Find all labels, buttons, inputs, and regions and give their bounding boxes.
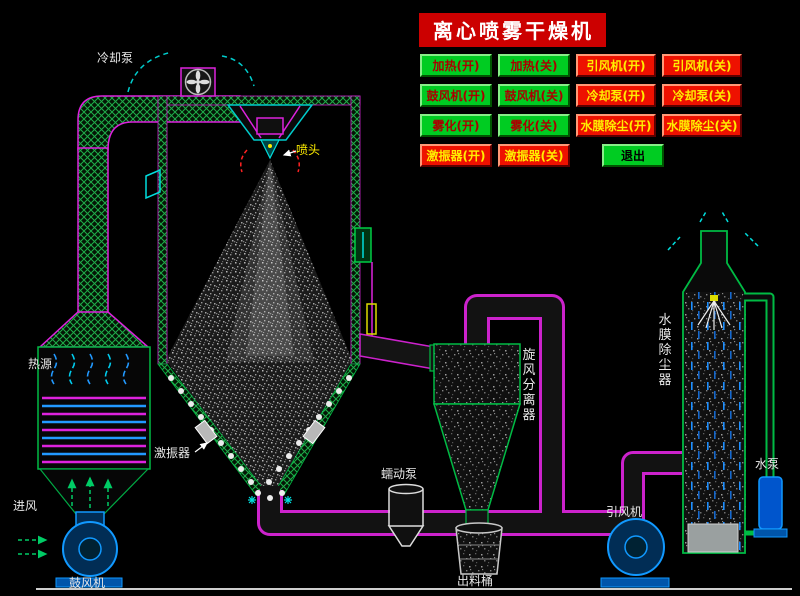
button-vibrator-on[interactable]: 激振器(开)	[420, 144, 492, 167]
exhaust-marks	[667, 209, 759, 251]
vibrator-pointer-arrow	[194, 442, 208, 453]
feed-tank	[387, 483, 425, 547]
button-heating-off[interactable]: 加热(关)	[498, 54, 570, 77]
button-induced-fan-off[interactable]: 引风机(关)	[662, 54, 742, 77]
label-induced-draft-fan: 引风机	[606, 505, 643, 519]
transport-pipes	[257, 294, 684, 536]
button-atomizer-on[interactable]: 雾化(开)	[420, 114, 492, 137]
button-heating-on[interactable]: 加热(开)	[420, 54, 492, 77]
button-water-film-on[interactable]: 水膜除尘(开)	[576, 114, 656, 137]
chamber-instruments	[145, 168, 377, 340]
button-atomizer-off[interactable]: 雾化(关)	[498, 114, 570, 137]
label-blower: 鼓风机	[69, 576, 106, 590]
label-spray-head: 喷头	[296, 143, 321, 157]
button-water-film-off[interactable]: 水膜除尘(关)	[662, 114, 742, 137]
nozzle-pointer-arrow	[282, 149, 297, 157]
discharge-barrel	[455, 522, 503, 575]
water-pump-unit	[743, 292, 788, 538]
page-title: 离心喷雾干燥机	[419, 13, 606, 47]
control-button-panel: 加热(开) 加热(关) 引风机(开) 引风机(关) 鼓风机(开) 鼓风机(关) …	[420, 54, 742, 167]
button-exit[interactable]: 退出	[602, 144, 664, 167]
sprinkler-nozzle	[710, 295, 718, 301]
label-cooling-pump: 冷却泵	[97, 51, 134, 65]
button-blower-on[interactable]: 鼓风机(开)	[420, 84, 492, 107]
water-tank	[687, 523, 739, 553]
vibrator-device-right	[302, 419, 326, 445]
temperature-probe	[366, 303, 377, 335]
label-water-film-dust-collector: 水膜除尘器	[658, 313, 672, 388]
heat-source-unit	[37, 346, 151, 470]
airflow-marks-top	[127, 51, 255, 93]
label-air-inlet: 进风	[13, 499, 38, 513]
button-cooling-pump-off[interactable]: 冷却泵(关)	[662, 84, 742, 107]
button-vibrator-off[interactable]: 激振器(关)	[498, 144, 570, 167]
label-cyclone-separator: 旋风分离器	[522, 348, 536, 423]
label-vibrator: 激振器	[154, 446, 191, 460]
cooling-fan	[180, 67, 216, 97]
vibrator-group	[168, 149, 352, 504]
sprinkler-spray	[697, 300, 731, 330]
button-cooling-pump-on[interactable]: 冷却泵(开)	[576, 84, 656, 107]
button-blower-off[interactable]: 鼓风机(关)	[498, 84, 570, 107]
vibration-marks	[248, 496, 292, 504]
label-peristaltic-pump: 蠕动泵	[381, 467, 418, 481]
sight-glass	[145, 168, 161, 200]
atomizer-assembly	[226, 104, 314, 173]
vibrator-device-left	[194, 419, 218, 445]
spray-nozzle	[260, 139, 280, 160]
button-induced-fan-on[interactable]: 引风机(开)	[576, 54, 656, 77]
spray-plume	[166, 160, 352, 488]
cyclone-feed-pipe	[359, 333, 435, 370]
hot-air-piping	[38, 95, 241, 348]
induced-draft-fan-unit	[600, 518, 670, 588]
water-film-tower	[667, 209, 759, 554]
label-discharge-barrel: 出料桶	[457, 574, 494, 588]
cyclone-separator	[359, 333, 522, 529]
fan-blades-icon	[186, 70, 210, 94]
blower-unit	[18, 468, 150, 588]
label-heat-source: 热源	[28, 357, 53, 371]
label-water-pump: 水泵	[755, 457, 780, 471]
